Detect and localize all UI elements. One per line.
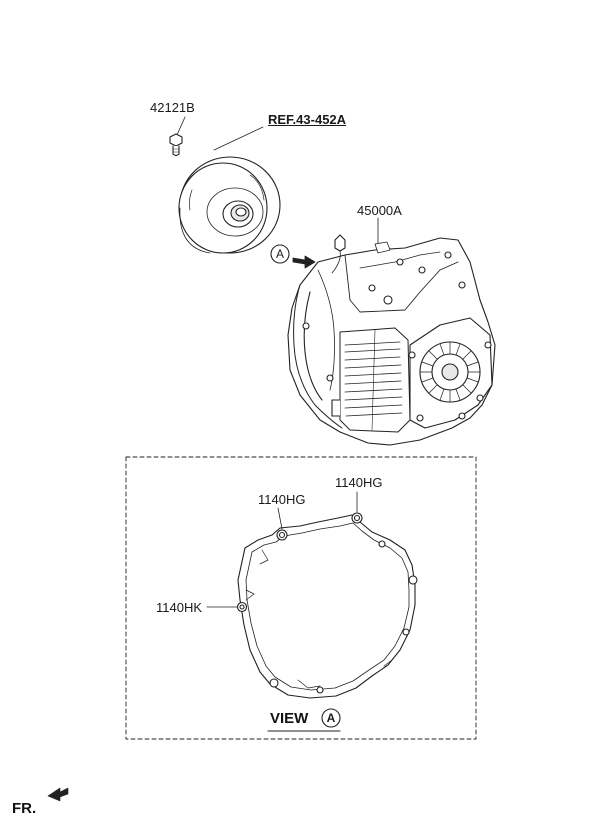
view-marker-letter: A xyxy=(326,711,336,725)
gasket-outline xyxy=(236,512,418,699)
part-number-1140hk: 1140HK xyxy=(156,600,203,615)
part-number-1140hg-left: 1140HG xyxy=(258,492,306,507)
view-label: VIEW xyxy=(270,710,309,727)
part-number-45000a: 45000A xyxy=(357,203,402,218)
front-label: FR. xyxy=(12,800,37,817)
part-number-42121b: 42121B xyxy=(150,100,195,115)
part-number-1140hg-top: 1140HG xyxy=(335,475,383,490)
ref-leader xyxy=(213,126,264,151)
view-a-circle xyxy=(321,708,341,728)
transmission-assembly xyxy=(287,234,496,446)
reference-label: REF.43-452A xyxy=(268,112,347,127)
view-a-arrow xyxy=(270,244,316,269)
front-arrow-icon xyxy=(47,787,69,802)
view-a-frame xyxy=(125,456,477,740)
arrow-marker-letter: A xyxy=(275,247,284,261)
torque-converter xyxy=(178,156,281,254)
bolt-42121b xyxy=(169,116,186,157)
